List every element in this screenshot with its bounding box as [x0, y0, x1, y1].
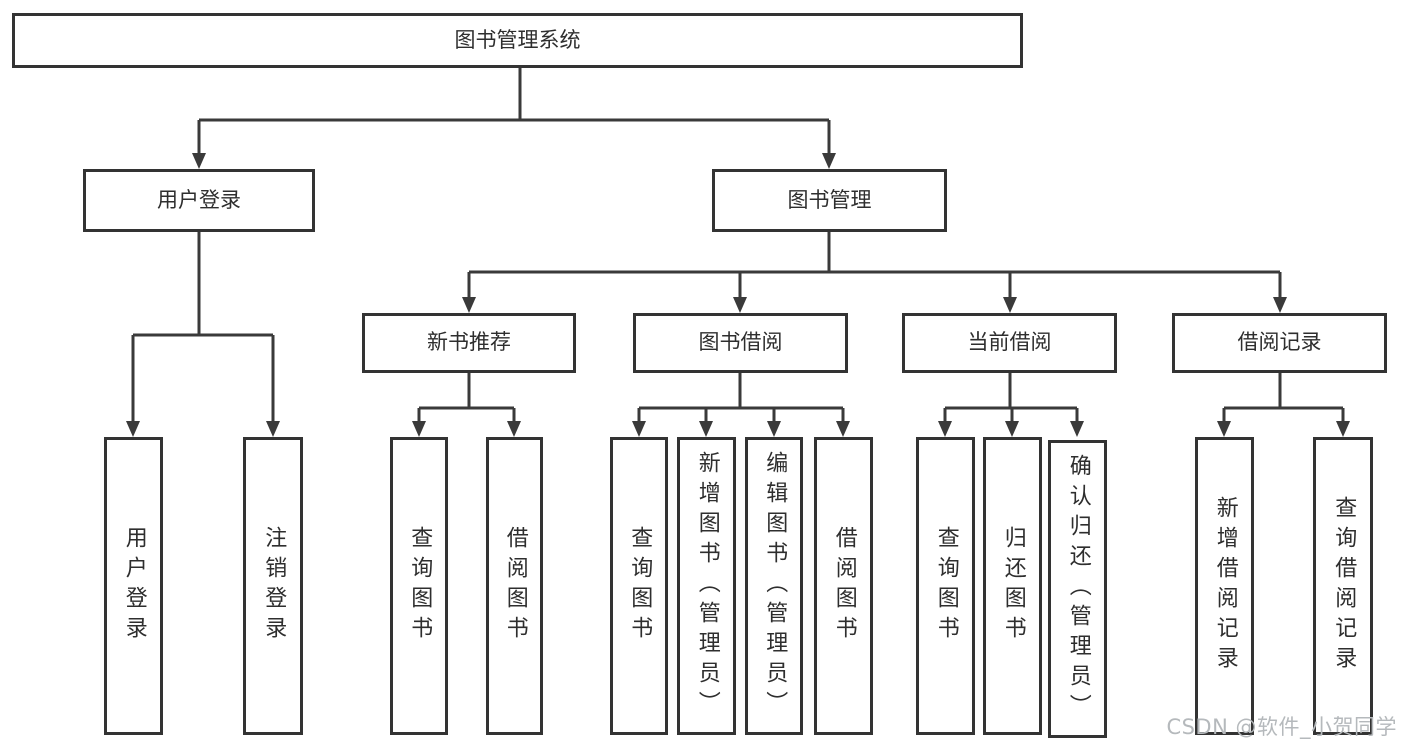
node-user-login: 用户登录 [83, 169, 315, 232]
leaf-query-borrow-record-label: 查询借阅记录 [1331, 496, 1357, 676]
node-book-borrowing-label: 图书借阅 [698, 330, 783, 355]
leaf-logout: 注销登录 [243, 437, 303, 735]
node-book-management: 图书管理 [712, 169, 947, 232]
leaf-edit-books-admin-label: 编辑图书（管理员） [762, 451, 788, 721]
leaf-query-books-recommend: 查询图书 [390, 437, 448, 735]
node-book-management-label: 图书管理 [787, 187, 872, 212]
leaf-borrow-books-recommend: 借阅图书 [486, 437, 543, 735]
leaf-query-books-current-label: 查询图书 [933, 526, 959, 646]
leaf-add-borrow-record-label: 新增借阅记录 [1212, 496, 1238, 676]
leaf-borrow-books: 借阅图书 [814, 437, 873, 735]
leaf-confirm-return-admin-label: 确认归还（管理员） [1065, 454, 1091, 724]
node-borrow-records-label: 借阅记录 [1237, 330, 1322, 355]
leaf-query-books-recommend-label: 查询图书 [407, 526, 433, 646]
leaf-user-login: 用户登录 [104, 437, 163, 735]
leaf-add-books-admin: 新增图书（管理员） [677, 437, 736, 735]
node-user-login-label: 用户登录 [157, 187, 241, 212]
leaf-borrow-books-recommend-label: 借阅图书 [502, 526, 528, 646]
leaf-query-books-current: 查询图书 [916, 437, 975, 735]
leaf-user-login-label: 用户登录 [121, 526, 147, 646]
node-current-borrowing: 当前借阅 [902, 313, 1117, 373]
node-root-label: 图书管理系统 [454, 27, 581, 52]
leaf-return-books-label: 归还图书 [1000, 526, 1026, 646]
leaf-edit-books-admin: 编辑图书（管理员） [745, 437, 803, 735]
node-current-borrowing-label: 当前借阅 [967, 330, 1052, 355]
leaf-query-borrow-record: 查询借阅记录 [1313, 437, 1373, 735]
leaf-add-books-admin-label: 新增图书（管理员） [694, 451, 720, 721]
leaf-confirm-return-admin: 确认归还（管理员） [1048, 440, 1107, 738]
leaf-logout-label: 注销登录 [261, 526, 287, 646]
leaf-query-books-borrowing-label: 查询图书 [627, 526, 653, 646]
leaf-add-borrow-record: 新增借阅记录 [1195, 437, 1254, 735]
node-borrow-records: 借阅记录 [1172, 313, 1387, 373]
leaf-query-books-borrowing: 查询图书 [610, 437, 668, 735]
leaf-borrow-books-label: 借阅图书 [831, 526, 857, 646]
node-new-book-recommend: 新书推荐 [362, 313, 576, 373]
leaf-return-books: 归还图书 [983, 437, 1042, 735]
node-new-book-recommend-label: 新书推荐 [427, 330, 511, 355]
node-root: 图书管理系统 [12, 13, 1023, 68]
node-book-borrowing: 图书借阅 [633, 313, 848, 373]
